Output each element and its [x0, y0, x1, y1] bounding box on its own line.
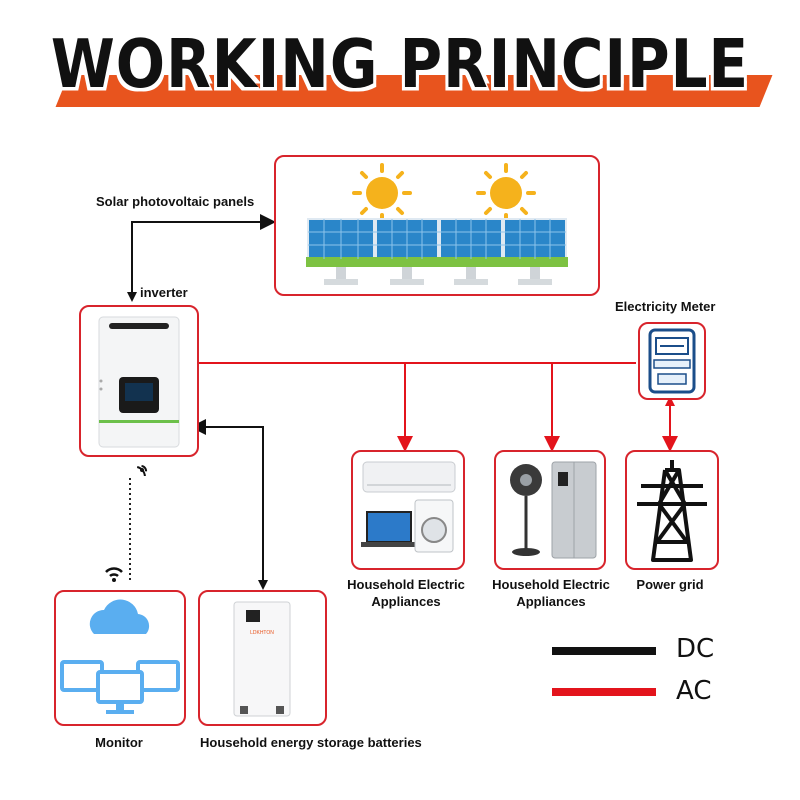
- legend-dc-line: [552, 647, 656, 655]
- appliances-box-1: [351, 450, 465, 570]
- sun-icon: [352, 163, 412, 223]
- dc-line-solar: [127, 214, 276, 302]
- solar-panels-box: [274, 155, 600, 296]
- ac-bus: [196, 362, 678, 452]
- meter-box: [638, 322, 706, 400]
- solar-label: Solar photovoltaic panels: [96, 194, 255, 209]
- appliances-label-2-line1: Household Electric: [492, 577, 610, 592]
- inverter-label: inverter: [140, 285, 188, 300]
- appliances-label-1-line1: Household Electric: [347, 577, 465, 592]
- wifi-icon: [104, 566, 124, 582]
- inverter-icon: [98, 316, 180, 448]
- solar-panel-illustration: [306, 163, 568, 285]
- page-title: WORKING PRINCIPLE: [50, 24, 750, 104]
- electricity-meter-icon: [648, 328, 696, 394]
- wifi-icon: [136, 458, 154, 477]
- legend-ac-label: AC: [676, 676, 712, 706]
- sun-icon: [476, 163, 536, 223]
- meter-label: Electricity Meter: [615, 299, 716, 314]
- ac-arrow-meter: [665, 396, 675, 406]
- battery-icon: [233, 601, 291, 717]
- appliances-label-2-line2: Appliances: [516, 594, 586, 609]
- power-grid-label: Power grid: [636, 577, 704, 592]
- appliances-label-2: Household Electric Appliances: [481, 576, 621, 610]
- appliances-icon: [361, 461, 456, 553]
- monitor-label: Monitor: [95, 735, 143, 750]
- appliances-label-1-line2: Appliances: [371, 594, 441, 609]
- dc-line-battery: [190, 419, 268, 590]
- battery-box: LDKHTON: [198, 590, 327, 726]
- monitor-box: [54, 590, 186, 726]
- transmission-tower-icon: [637, 460, 707, 562]
- battery-label: Household energy storage batteries: [200, 735, 422, 750]
- legend-dc-label: DC: [676, 634, 715, 664]
- appliances-box-2: [494, 450, 606, 570]
- appliances-label-1: Household Electric Appliances: [336, 576, 476, 610]
- legend-ac-line: [552, 688, 656, 696]
- inverter-box: [79, 305, 199, 457]
- cloud-computers-icon: [60, 599, 180, 714]
- battery-brand: LDKHTON: [250, 630, 274, 636]
- fan-fridge-icon: [510, 461, 597, 559]
- power-grid-box: [625, 450, 719, 570]
